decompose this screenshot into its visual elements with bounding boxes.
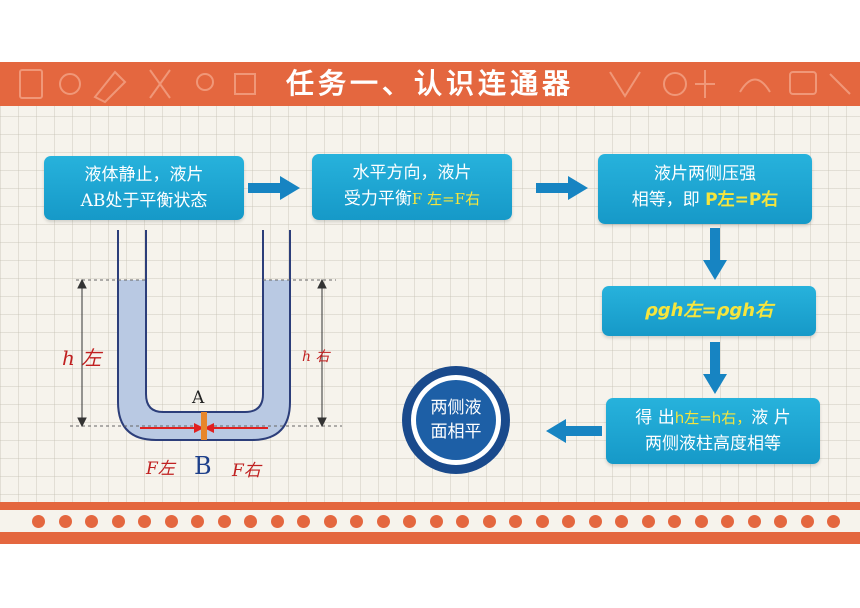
h-left-label: h 左 — [62, 346, 102, 370]
title-banner: 任务一、认识连通器 — [0, 62, 860, 106]
decorative-dot — [376, 515, 390, 528]
decorative-dot — [721, 515, 734, 528]
decorative-dot — [774, 515, 787, 528]
step2-line2-a: 受力平衡 — [343, 189, 412, 209]
left-arrow-icon — [546, 419, 602, 443]
decorative-dot — [217, 515, 231, 528]
step4-formula: ρgh左=ρgh右 — [644, 300, 774, 321]
decorative-dot — [509, 515, 522, 528]
step2-line2: 受力平衡F 左=F右 — [312, 186, 512, 212]
decorative-dot — [350, 515, 363, 528]
liquid — [118, 280, 290, 440]
step2-formula: F 左=F右 — [411, 190, 481, 208]
down-arrow-icon — [703, 228, 727, 280]
u-tube-diagram — [70, 230, 342, 441]
step3-line2-a: 相等，即 — [631, 190, 706, 210]
decorative-dot — [827, 515, 840, 528]
step5-line1: 得 出h左=h右，液 片 — [606, 405, 820, 431]
step5-formula: h左=h右， — [674, 409, 752, 427]
step-box-1: 液体静止，液片 AB处于平衡状态 — [44, 156, 244, 220]
decorative-dot — [270, 515, 284, 528]
h-right-arrow — [317, 278, 327, 428]
decorative-dot — [403, 515, 416, 528]
step-box-3: 液片两侧压强 相等，即 P左=P右 — [598, 154, 812, 224]
force-right-label: F右 — [232, 461, 261, 481]
decorative-dot — [800, 515, 814, 528]
decorative-dot — [694, 515, 708, 528]
doodle-decoration — [19, 69, 851, 104]
decorative-dot — [535, 515, 549, 528]
decorative-dot — [244, 515, 257, 528]
step1-line1: 液体静止，液片 — [84, 165, 204, 185]
result-circle: 两侧液 面相平 — [416, 380, 496, 460]
force-left-label: F左 — [146, 459, 175, 479]
decorative-dot — [668, 515, 681, 528]
step3-formula: P左=P右 — [705, 190, 779, 210]
right-arrow-icon — [536, 176, 588, 200]
down-arrow-icon — [703, 342, 727, 394]
h-right-label: h 右 — [302, 349, 330, 365]
step2-line1: 水平方向，液片 — [352, 163, 472, 183]
force-left-arrowhead — [194, 423, 204, 433]
liquid-slice-ab — [201, 412, 207, 440]
decorative-dot — [588, 515, 602, 528]
decorative-dot — [164, 515, 178, 528]
decorative-dot — [747, 515, 761, 528]
decorative-dot — [615, 515, 628, 528]
decorative-dot — [456, 515, 469, 528]
step-box-4: ρgh左=ρgh右 — [602, 286, 816, 336]
decorative-dot — [191, 515, 204, 528]
decorative-dot — [111, 515, 125, 528]
decorative-dot — [138, 515, 151, 528]
step5-line1-a: 得 出 — [635, 408, 675, 428]
dot-row — [0, 510, 860, 532]
step5-line2: 两侧液柱高度相等 — [645, 434, 781, 454]
result-line2: 面相平 — [430, 422, 482, 442]
decorative-dot — [85, 515, 98, 528]
force-right-arrowhead — [204, 423, 214, 433]
h-left-arrow — [77, 278, 87, 428]
step-box-5: 得 出h左=h右，液 片 两侧液柱高度相等 — [606, 398, 820, 464]
tube-inner-wall — [145, 230, 264, 413]
step3-line2: 相等，即 P左=P右 — [598, 187, 812, 213]
slide: 任务一、认识连通器 液体静止，液片 AB处于平衡状态 水平方向，液片 受力平衡F… — [0, 62, 860, 544]
right-arrow-icon — [248, 176, 300, 200]
decorative-dot — [641, 515, 655, 528]
decorative-dot — [32, 515, 45, 528]
decorative-dot — [297, 515, 310, 528]
decorative-dot — [429, 515, 443, 528]
point-a-label: A — [192, 388, 205, 408]
step3-line1: 液片两侧压强 — [654, 164, 756, 184]
result-line1: 两侧液 — [430, 398, 482, 418]
decorative-dot — [482, 515, 496, 528]
point-b-label: B — [194, 452, 212, 480]
step5-line1-c: 液 片 — [751, 408, 791, 428]
step1-line2: AB处于平衡状态 — [80, 191, 208, 211]
decorative-dot — [323, 515, 337, 528]
page-title: 任务一、认识连通器 — [285, 67, 574, 100]
step-box-2: 水平方向，液片 受力平衡F 左=F右 — [312, 154, 512, 220]
decorative-dot — [562, 515, 575, 528]
decorative-dot — [58, 515, 72, 528]
